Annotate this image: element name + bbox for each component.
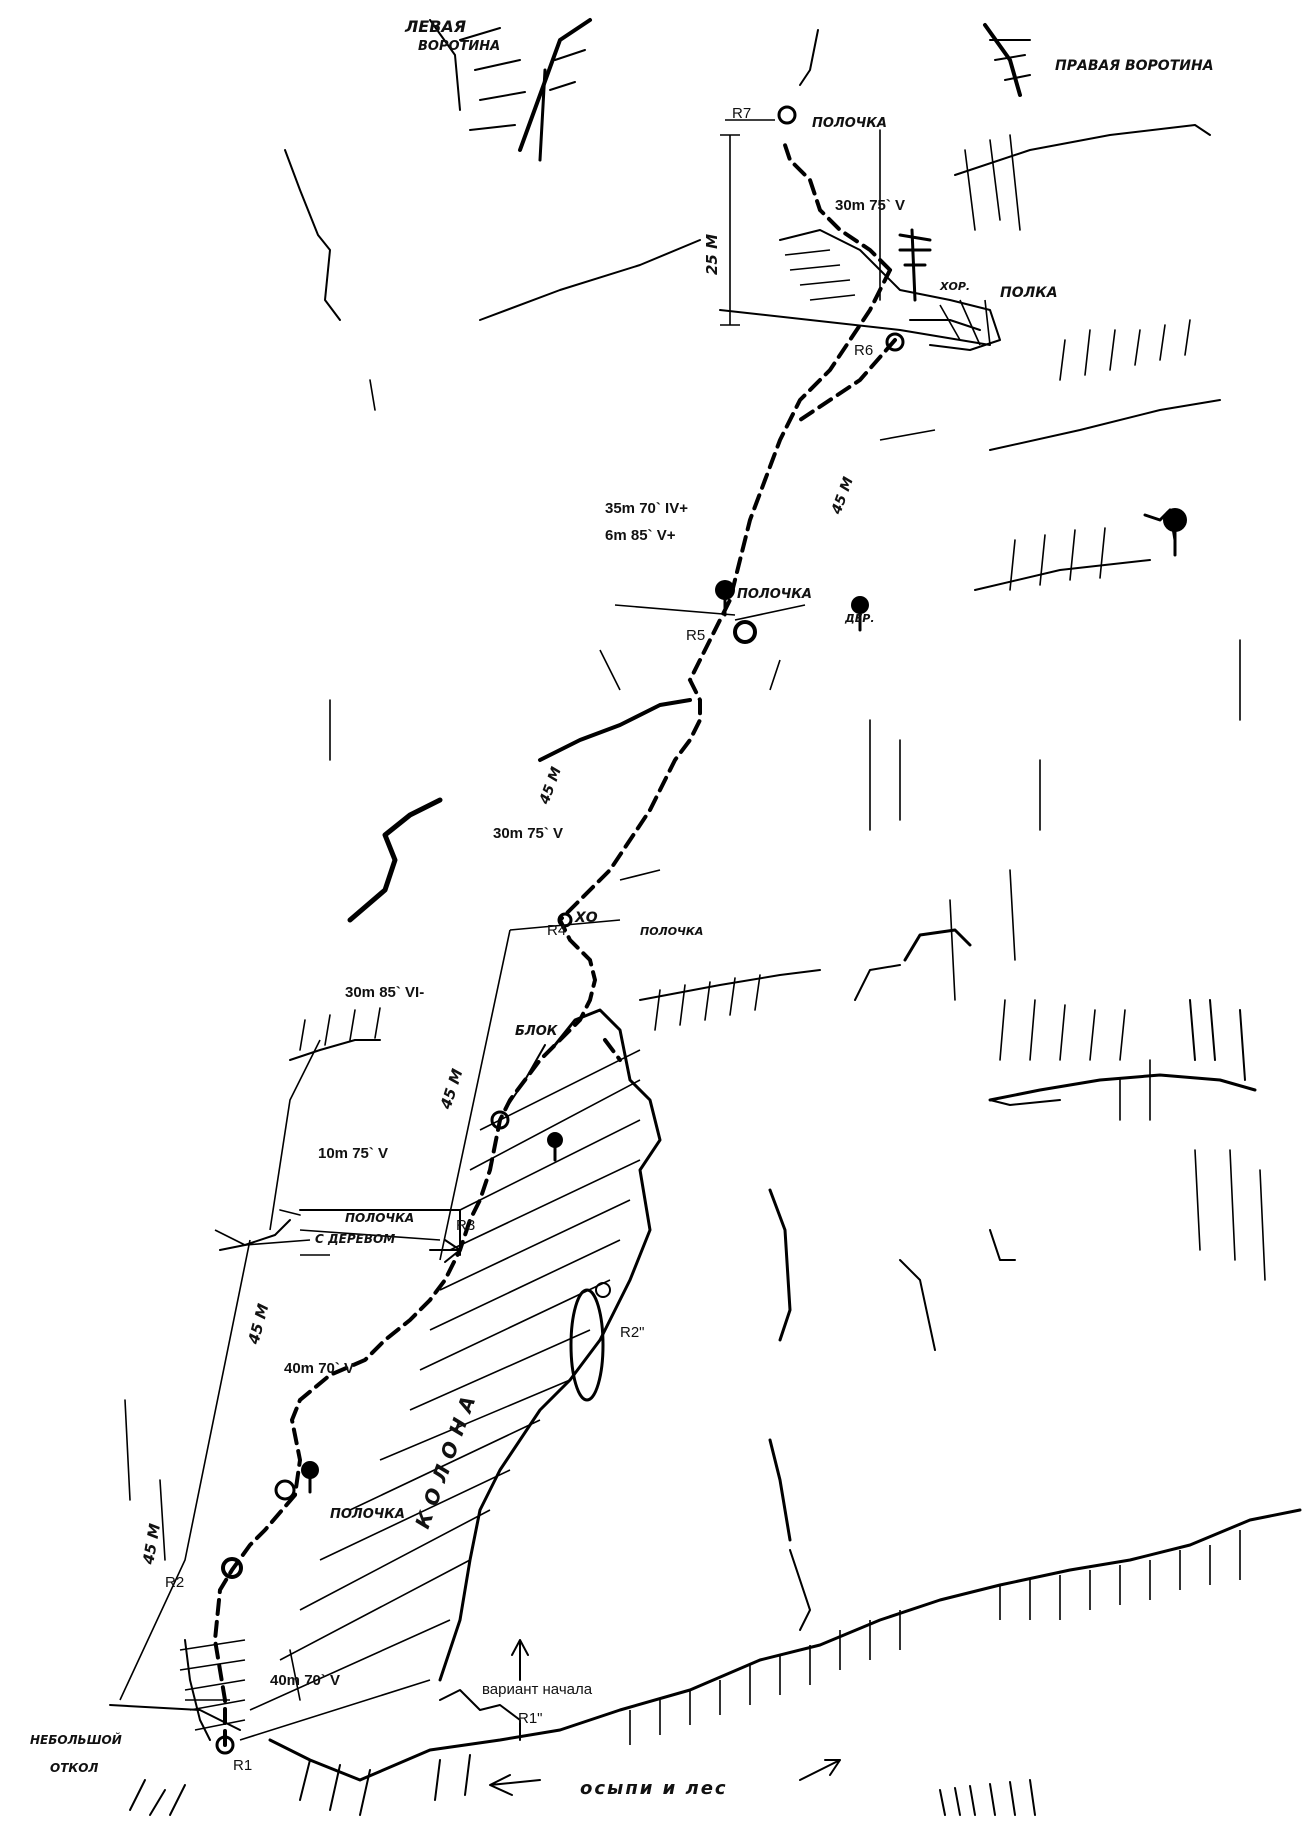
shelf-r6-area: [719, 228, 1001, 351]
ledge-tree-label-line2: С ДЕРЕВОМ: [315, 1232, 395, 1246]
belay-r2-label: R2: [165, 1574, 184, 1591]
belay-r7-marker: [777, 105, 797, 125]
tree-icon: [547, 1132, 563, 1162]
pillar-rock: [239, 1008, 662, 1741]
distance-45-label-d: 45 M: [244, 1302, 272, 1347]
block-label: БЛОК: [515, 1024, 559, 1039]
upper-wall-lines: [284, 124, 1241, 721]
right-gate-rock: [799, 23, 1031, 97]
tree-icons: [301, 508, 1187, 1494]
scree-forest-label: осыпи и лес: [580, 1778, 728, 1799]
small-slope-label-line2: ОТКОЛ: [50, 1761, 98, 1775]
left-gate-label-line1: ЛЕВАЯ: [404, 17, 466, 36]
distance-45-label-e: 45 M: [139, 1522, 164, 1567]
belay-r5-label: R5: [686, 627, 705, 644]
ledge-tree-label-line1: ПОЛОЧКА: [345, 1211, 414, 1225]
pitch-6b-label: 6m 85` V+: [605, 527, 676, 544]
left-gate-rock: [429, 18, 592, 162]
middle-wall-lines: [124, 379, 1266, 1701]
pillar-label: КОЛОНА: [410, 1385, 483, 1532]
ledge-top-label: ПОЛОЧКА: [812, 116, 887, 131]
tree-label: ДЕР.: [844, 612, 875, 625]
small-slope-label-line1: НЕБОЛЬШОЙ: [30, 1732, 122, 1747]
belay-r2-marker: [221, 1557, 243, 1579]
tree-icon: [1163, 508, 1187, 557]
belay-markers: [215, 105, 905, 1755]
belay-r2v-marker: [595, 1282, 611, 1298]
pitch-6a-label: 35m 70` IV+: [605, 500, 688, 517]
pitch-2-label: 40m 70` V: [284, 1360, 354, 1377]
pitch-3-label: 10m 75` V: [318, 1145, 388, 1162]
climbing-route: [212, 143, 897, 1747]
tree-icon: [851, 596, 869, 632]
left-gate-label-line2: ВОРОТИНА: [418, 39, 500, 54]
pitch-7-label: 30m 75` V: [835, 197, 905, 214]
tree-icon: [301, 1461, 319, 1494]
belay-r6-label: R6: [854, 342, 873, 359]
belay-aux-marker: [274, 1479, 296, 1501]
distance-45-label-a: 45 M: [828, 475, 856, 517]
ledge-r2-label: ПОЛОЧКА: [330, 1507, 405, 1522]
ground-line: [129, 1508, 1302, 1816]
belay-r2v-label: R2": [620, 1324, 645, 1341]
belay-r4-marker: [557, 912, 573, 928]
variant-start-label: вариант начала: [482, 1681, 593, 1698]
distance-45-label-b: 45 M: [536, 765, 564, 807]
belay-r1-marker: [215, 1735, 235, 1755]
measure-lines: [119, 119, 936, 1701]
distance-25-label: 25 M: [703, 234, 721, 275]
belay-r6-marker: [885, 332, 905, 352]
ledge-r5-label: ПОЛОЧКА: [737, 587, 812, 602]
belay-r3-label: R3: [456, 1217, 475, 1234]
tree-icon: [715, 580, 735, 617]
pitch-4-label: 30m 85` VI-: [345, 984, 424, 1001]
shelf-label: ПОЛКА: [1000, 285, 1058, 301]
pitch-5-label: 30m 75` V: [493, 825, 563, 842]
distance-45-label-c: 45 M: [436, 1067, 466, 1113]
hor-shelf-label: ХОР.: [939, 280, 970, 293]
pitch-1-label: 40m 70` V: [270, 1672, 340, 1689]
right-gate-label: ПРАВАЯ ВОРОТИНА: [1055, 58, 1214, 74]
belay-r1-label: R1: [233, 1757, 252, 1774]
ledge-r4-label: ПОЛОЧКА: [640, 925, 703, 938]
belay-r4-label: R4: [547, 922, 566, 939]
belay-r1v-label: R1": [518, 1710, 543, 1727]
belay-r7-label: R7: [732, 105, 751, 122]
xo-label: ХО: [574, 910, 598, 926]
belay-r5-marker: [733, 620, 757, 644]
belay-r3-marker: [490, 1110, 510, 1130]
